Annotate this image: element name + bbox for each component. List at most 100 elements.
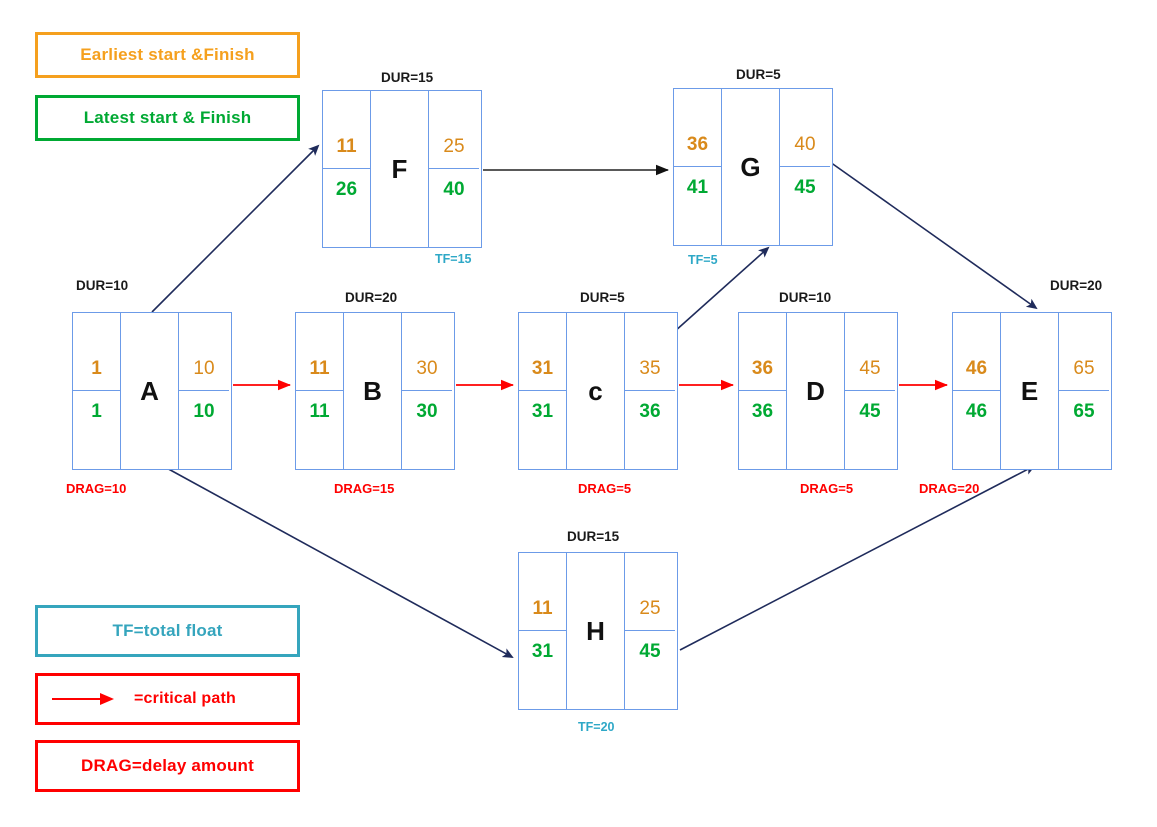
- latest-finish-value: 36: [639, 401, 661, 422]
- latest-finish-value: 10: [193, 401, 215, 422]
- earliest-finish-value: 25: [429, 91, 479, 169]
- latest-start-value: 36: [751, 401, 774, 422]
- legend-drag: DRAG=delay amount: [35, 740, 300, 792]
- legend-total-float: TF=total float: [35, 605, 300, 657]
- earliest-start-value: 36: [674, 89, 721, 167]
- latest-finish-value: 40: [443, 179, 465, 200]
- earliest-finish-value: 65: [1059, 313, 1109, 391]
- latest-start-value: 26: [335, 179, 358, 200]
- earliest-start-value: 11: [519, 553, 566, 631]
- latest-finish-value: 30: [416, 401, 438, 422]
- earliest-finish-value: 35: [625, 313, 675, 391]
- node-name-column: c: [567, 313, 625, 469]
- activity-name: c: [588, 375, 603, 406]
- duration-label-1: DUR=5: [736, 67, 781, 82]
- activity-name: H: [586, 615, 605, 646]
- duration-label-0: DUR=15: [381, 70, 434, 85]
- earliest-start-value: 11: [323, 91, 370, 169]
- legend-earliest-label: Earliest start &Finish: [80, 45, 255, 64]
- activity-name: D: [806, 375, 825, 406]
- duration-label-3: DUR=20: [345, 290, 398, 305]
- red-arrow-icon: [52, 693, 118, 705]
- latest-finish-value: 45: [639, 641, 661, 662]
- earliest-finish-value: 45: [845, 313, 895, 391]
- earliest-start-value: 46: [953, 313, 1000, 391]
- edge-h-to-e: [679, 465, 1036, 651]
- legend-critical-label: =critical path: [134, 690, 236, 707]
- earliest-start-value: 1: [73, 313, 120, 391]
- node-name-column: H: [567, 553, 625, 709]
- node-name-column: B: [344, 313, 402, 469]
- drag-label-1: DRAG=15: [334, 481, 395, 496]
- activity-name: E: [1020, 375, 1039, 406]
- latest-start-value: 31: [531, 401, 554, 422]
- legend-latest-label: Latest start & Finish: [83, 108, 252, 127]
- edge-a-to-f: [151, 144, 320, 313]
- duration-label-5: DUR=10: [779, 290, 832, 305]
- earliest-finish-value: 25: [625, 553, 675, 631]
- latest-start-value: 11: [309, 401, 330, 422]
- activity-name: G: [740, 151, 761, 182]
- earliest-start-value: 36: [739, 313, 786, 391]
- node-name-column: A: [121, 313, 179, 469]
- latest-finish-value: 45: [859, 401, 881, 422]
- total-float-label-1: TF=5: [688, 253, 718, 267]
- legend-tf-label: TF=total float: [112, 621, 223, 640]
- earliest-start-value: 31: [519, 313, 566, 391]
- node-name-column: F: [371, 91, 429, 247]
- duration-label-2: DUR=10: [76, 278, 129, 293]
- earliest-finish-value: 10: [179, 313, 229, 391]
- total-float-label-0: TF=15: [435, 252, 472, 266]
- legend-earliest-start-finish: Earliest start &Finish: [35, 32, 300, 78]
- latest-finish-value: 65: [1073, 401, 1095, 422]
- legend-critical-path: =critical path: [35, 673, 300, 725]
- node-name-column: G: [722, 89, 780, 245]
- activity-name: B: [363, 375, 382, 406]
- latest-start-value: 41: [686, 177, 709, 198]
- earliest-start-value: 11: [296, 313, 343, 391]
- edge-g-to-e: [829, 161, 1038, 310]
- activity-name: A: [140, 375, 159, 406]
- earliest-finish-value: 30: [402, 313, 452, 391]
- duration-label-4: DUR=5: [580, 290, 625, 305]
- legend-latest-start-finish: Latest start & Finish: [35, 95, 300, 141]
- total-float-label-2: TF=20: [578, 720, 615, 734]
- node-name-column: E: [1001, 313, 1059, 469]
- node-name-column: D: [787, 313, 845, 469]
- drag-label-0: DRAG=10: [66, 481, 127, 496]
- drag-label-3: DRAG=5: [800, 481, 854, 496]
- activity-name: F: [391, 153, 408, 184]
- latest-finish-value: 45: [794, 177, 816, 198]
- earliest-finish-value: 40: [780, 89, 830, 167]
- latest-start-value: 1: [91, 401, 102, 422]
- latest-start-value: 46: [965, 401, 988, 422]
- drag-label-4: DRAG=20: [919, 481, 980, 496]
- latest-start-value: 31: [531, 641, 554, 662]
- duration-label-6: DUR=20: [1050, 278, 1103, 293]
